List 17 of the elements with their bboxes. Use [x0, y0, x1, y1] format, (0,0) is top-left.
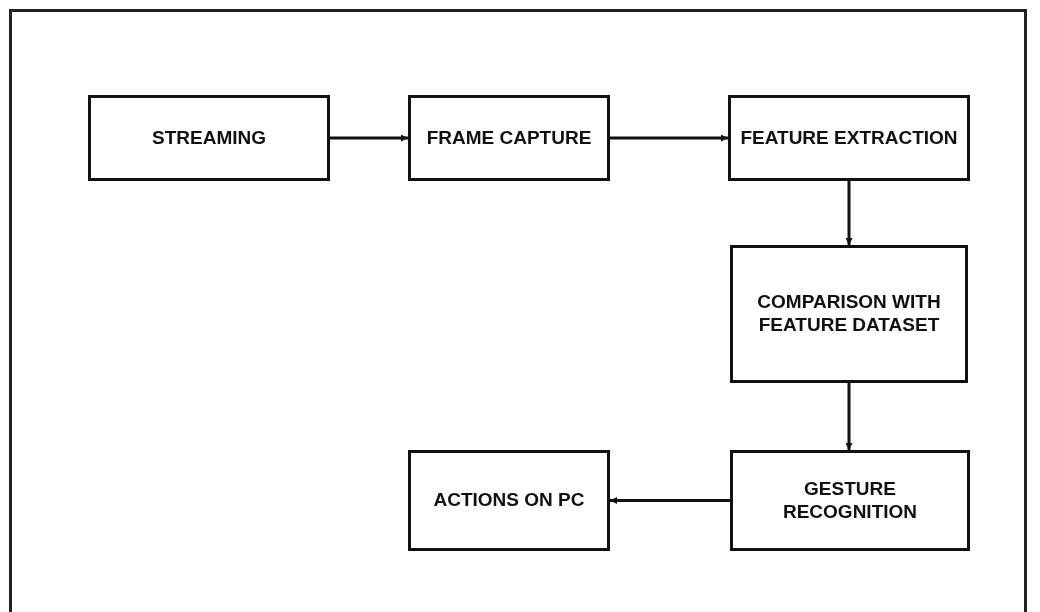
- process-box: [728, 95, 970, 181]
- box-label: STREAMING: [151, 126, 267, 150]
- box-label: COMPARISON WITH FEATURE DATASET: [756, 291, 942, 337]
- process-box: [408, 450, 610, 551]
- arrow: [610, 134, 728, 142]
- process-box: [408, 95, 610, 181]
- arrow: [845, 181, 853, 245]
- arrow: [845, 383, 853, 450]
- box-label: ACTIONS ON PC: [432, 489, 586, 512]
- box-label: FRAME CAPTURE: [425, 126, 593, 150]
- arrow: [330, 134, 408, 142]
- process-box: [730, 245, 968, 383]
- process-box: [88, 95, 330, 181]
- box-label: FEATURE EXTRACTION: [739, 126, 959, 150]
- box-label: GESTURE RECOGNITION: [781, 477, 919, 524]
- arrow: [610, 497, 730, 504]
- process-box: [730, 450, 970, 551]
